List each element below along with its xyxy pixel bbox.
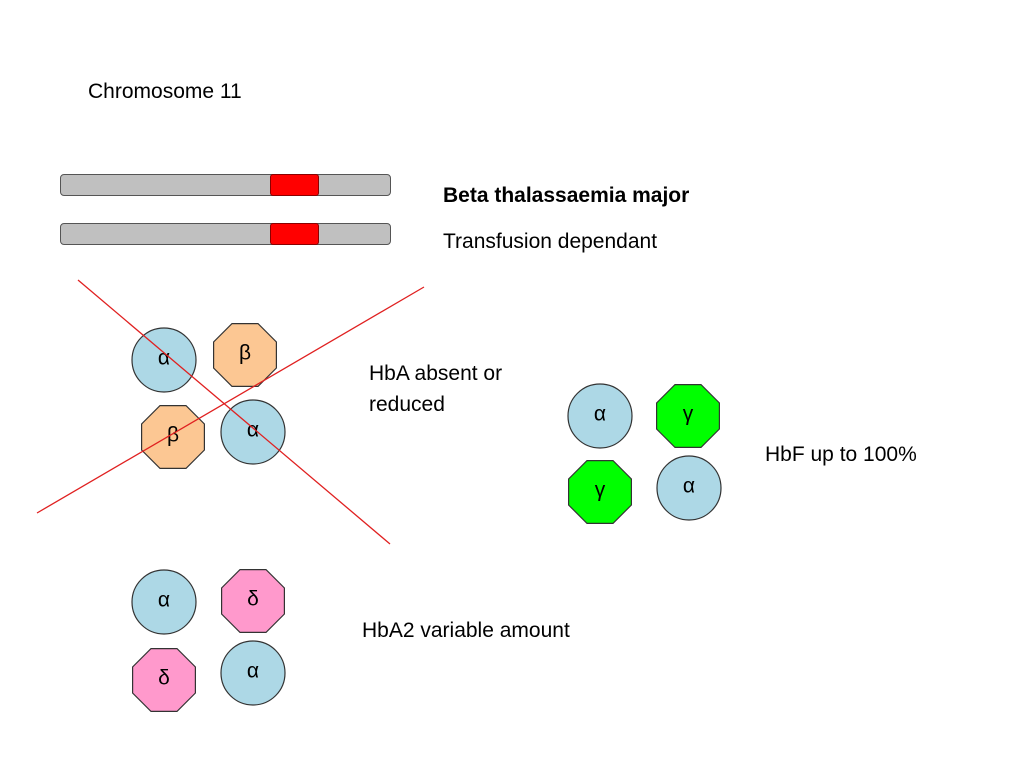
- alpha-circle: [131, 327, 197, 393]
- hba2-label: HbA2 variable amount: [362, 619, 570, 642]
- alpha-symbol: α: [683, 475, 695, 498]
- gamma-symbol: γ: [595, 479, 606, 502]
- alpha-symbol: α: [158, 589, 170, 612]
- gamma-symbol: γ: [683, 403, 694, 426]
- hbf-alpha-subunit-4: α: [656, 455, 722, 521]
- delta-octagon: [132, 647, 196, 713]
- alpha-symbol: α: [247, 660, 259, 683]
- delta-symbol: δ: [158, 667, 170, 690]
- condition-name: Beta thalassaemia major: [443, 184, 690, 207]
- alpha-symbol: α: [594, 403, 606, 426]
- hba2-delta-subunit-3: δ: [132, 647, 196, 713]
- beta-symbol: β: [239, 342, 251, 365]
- beta-symbol: β: [167, 424, 179, 447]
- hba-beta-subunit-2: β: [213, 323, 277, 387]
- alpha-circle: [220, 640, 286, 706]
- alpha-symbol: α: [247, 419, 259, 442]
- beta-gene-upper: [270, 174, 319, 196]
- hba2-alpha-subunit-1: α: [131, 569, 197, 635]
- delta-symbol: δ: [247, 588, 259, 611]
- gamma-octagon: [567, 460, 633, 525]
- alpha-circle: [656, 455, 722, 521]
- hba-alpha-subunit-1: α: [131, 327, 197, 393]
- hba-alpha-subunit-4: α: [220, 399, 286, 465]
- hba-cross-line-2: [36, 286, 425, 514]
- delta-octagon: [221, 568, 285, 634]
- hbf-gamma-subunit-3: γ: [567, 460, 633, 525]
- hba2-delta-subunit-2: δ: [221, 568, 285, 634]
- condition-note: Transfusion dependant: [443, 230, 658, 253]
- beta-gene-lower: [270, 223, 319, 245]
- alpha-symbol: α: [158, 347, 170, 370]
- hba-beta-subunit-3: β: [141, 405, 205, 469]
- hbf-label: HbF up to 100%: [765, 443, 917, 466]
- alpha-circle: [220, 399, 286, 465]
- alpha-circle: [567, 383, 633, 449]
- beta-octagon: [141, 405, 205, 469]
- hbf-gamma-subunit-2: γ: [655, 384, 721, 448]
- hba2-alpha-subunit-4: α: [220, 640, 286, 706]
- alpha-circle: [131, 569, 197, 635]
- beta-octagon: [213, 323, 277, 387]
- hbf-alpha-subunit-1: α: [567, 383, 633, 449]
- gamma-octagon: [655, 384, 721, 448]
- hba-cross-line-1: [77, 279, 391, 545]
- hba-label-line1: HbA absent or: [369, 362, 503, 385]
- hba-label-line2: reduced: [369, 393, 445, 416]
- chromosome-title: Chromosome 11: [88, 80, 242, 103]
